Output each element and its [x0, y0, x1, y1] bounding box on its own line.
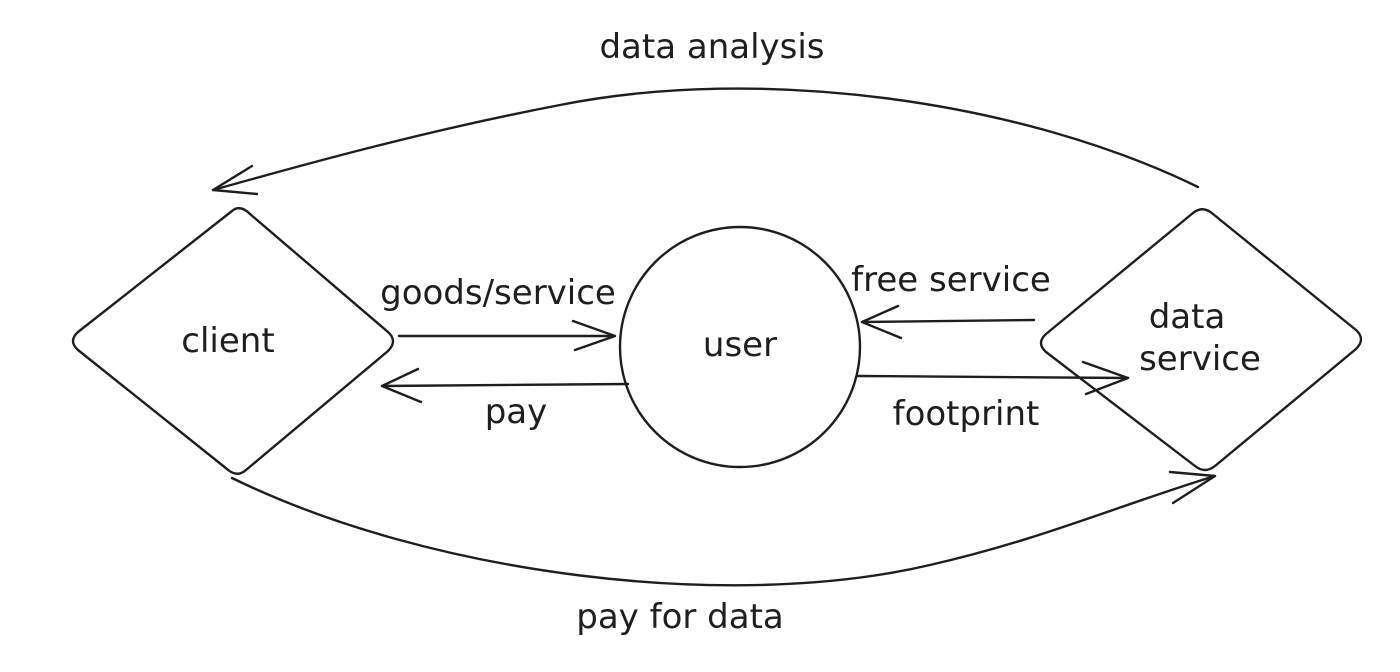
- pay-label: pay: [485, 392, 548, 432]
- data-analysis-arrow-head: [211, 164, 259, 196]
- free-service-arrow-line: [860, 318, 1036, 324]
- data-analysis-arrow-line: [211, 87, 1200, 192]
- pay-arrow-line: [380, 382, 630, 388]
- footprint-arrow-head: [1081, 360, 1130, 396]
- goods-service-label: goods/service: [380, 273, 616, 313]
- pay-for-data-arrow: [230, 470, 1217, 587]
- data-analysis-arrow: [211, 87, 1200, 196]
- goods-service-arrow: [397, 319, 617, 352]
- pay-for-data-label: pay for data: [576, 597, 784, 637]
- free-service-arrow-head: [860, 304, 903, 340]
- client-label: client: [181, 321, 274, 361]
- data-service-node-diamond[interactable]: [1039, 208, 1363, 472]
- user-label: user: [703, 325, 777, 365]
- user-node-circle[interactable]: [618, 225, 862, 469]
- free-service-label: free service: [851, 260, 1051, 300]
- goods-service-arrow-head: [571, 319, 617, 352]
- footprint-arrow: [856, 360, 1130, 396]
- pay-arrow-head: [380, 367, 423, 404]
- pay-arrow: [380, 367, 630, 404]
- client-node-diamond[interactable]: [71, 206, 395, 475]
- free-service-arrow: [860, 304, 1036, 340]
- footprint-label: footprint: [893, 394, 1040, 434]
- pay-for-data-arrow-head: [1168, 470, 1217, 505]
- data-service-label-line1: data: [1149, 297, 1226, 337]
- pay-for-data-arrow-line: [230, 474, 1217, 587]
- data-service-label-line2: service: [1139, 339, 1261, 379]
- data-analysis-label: data analysis: [599, 27, 824, 67]
- footprint-arrow-line: [856, 374, 1130, 380]
